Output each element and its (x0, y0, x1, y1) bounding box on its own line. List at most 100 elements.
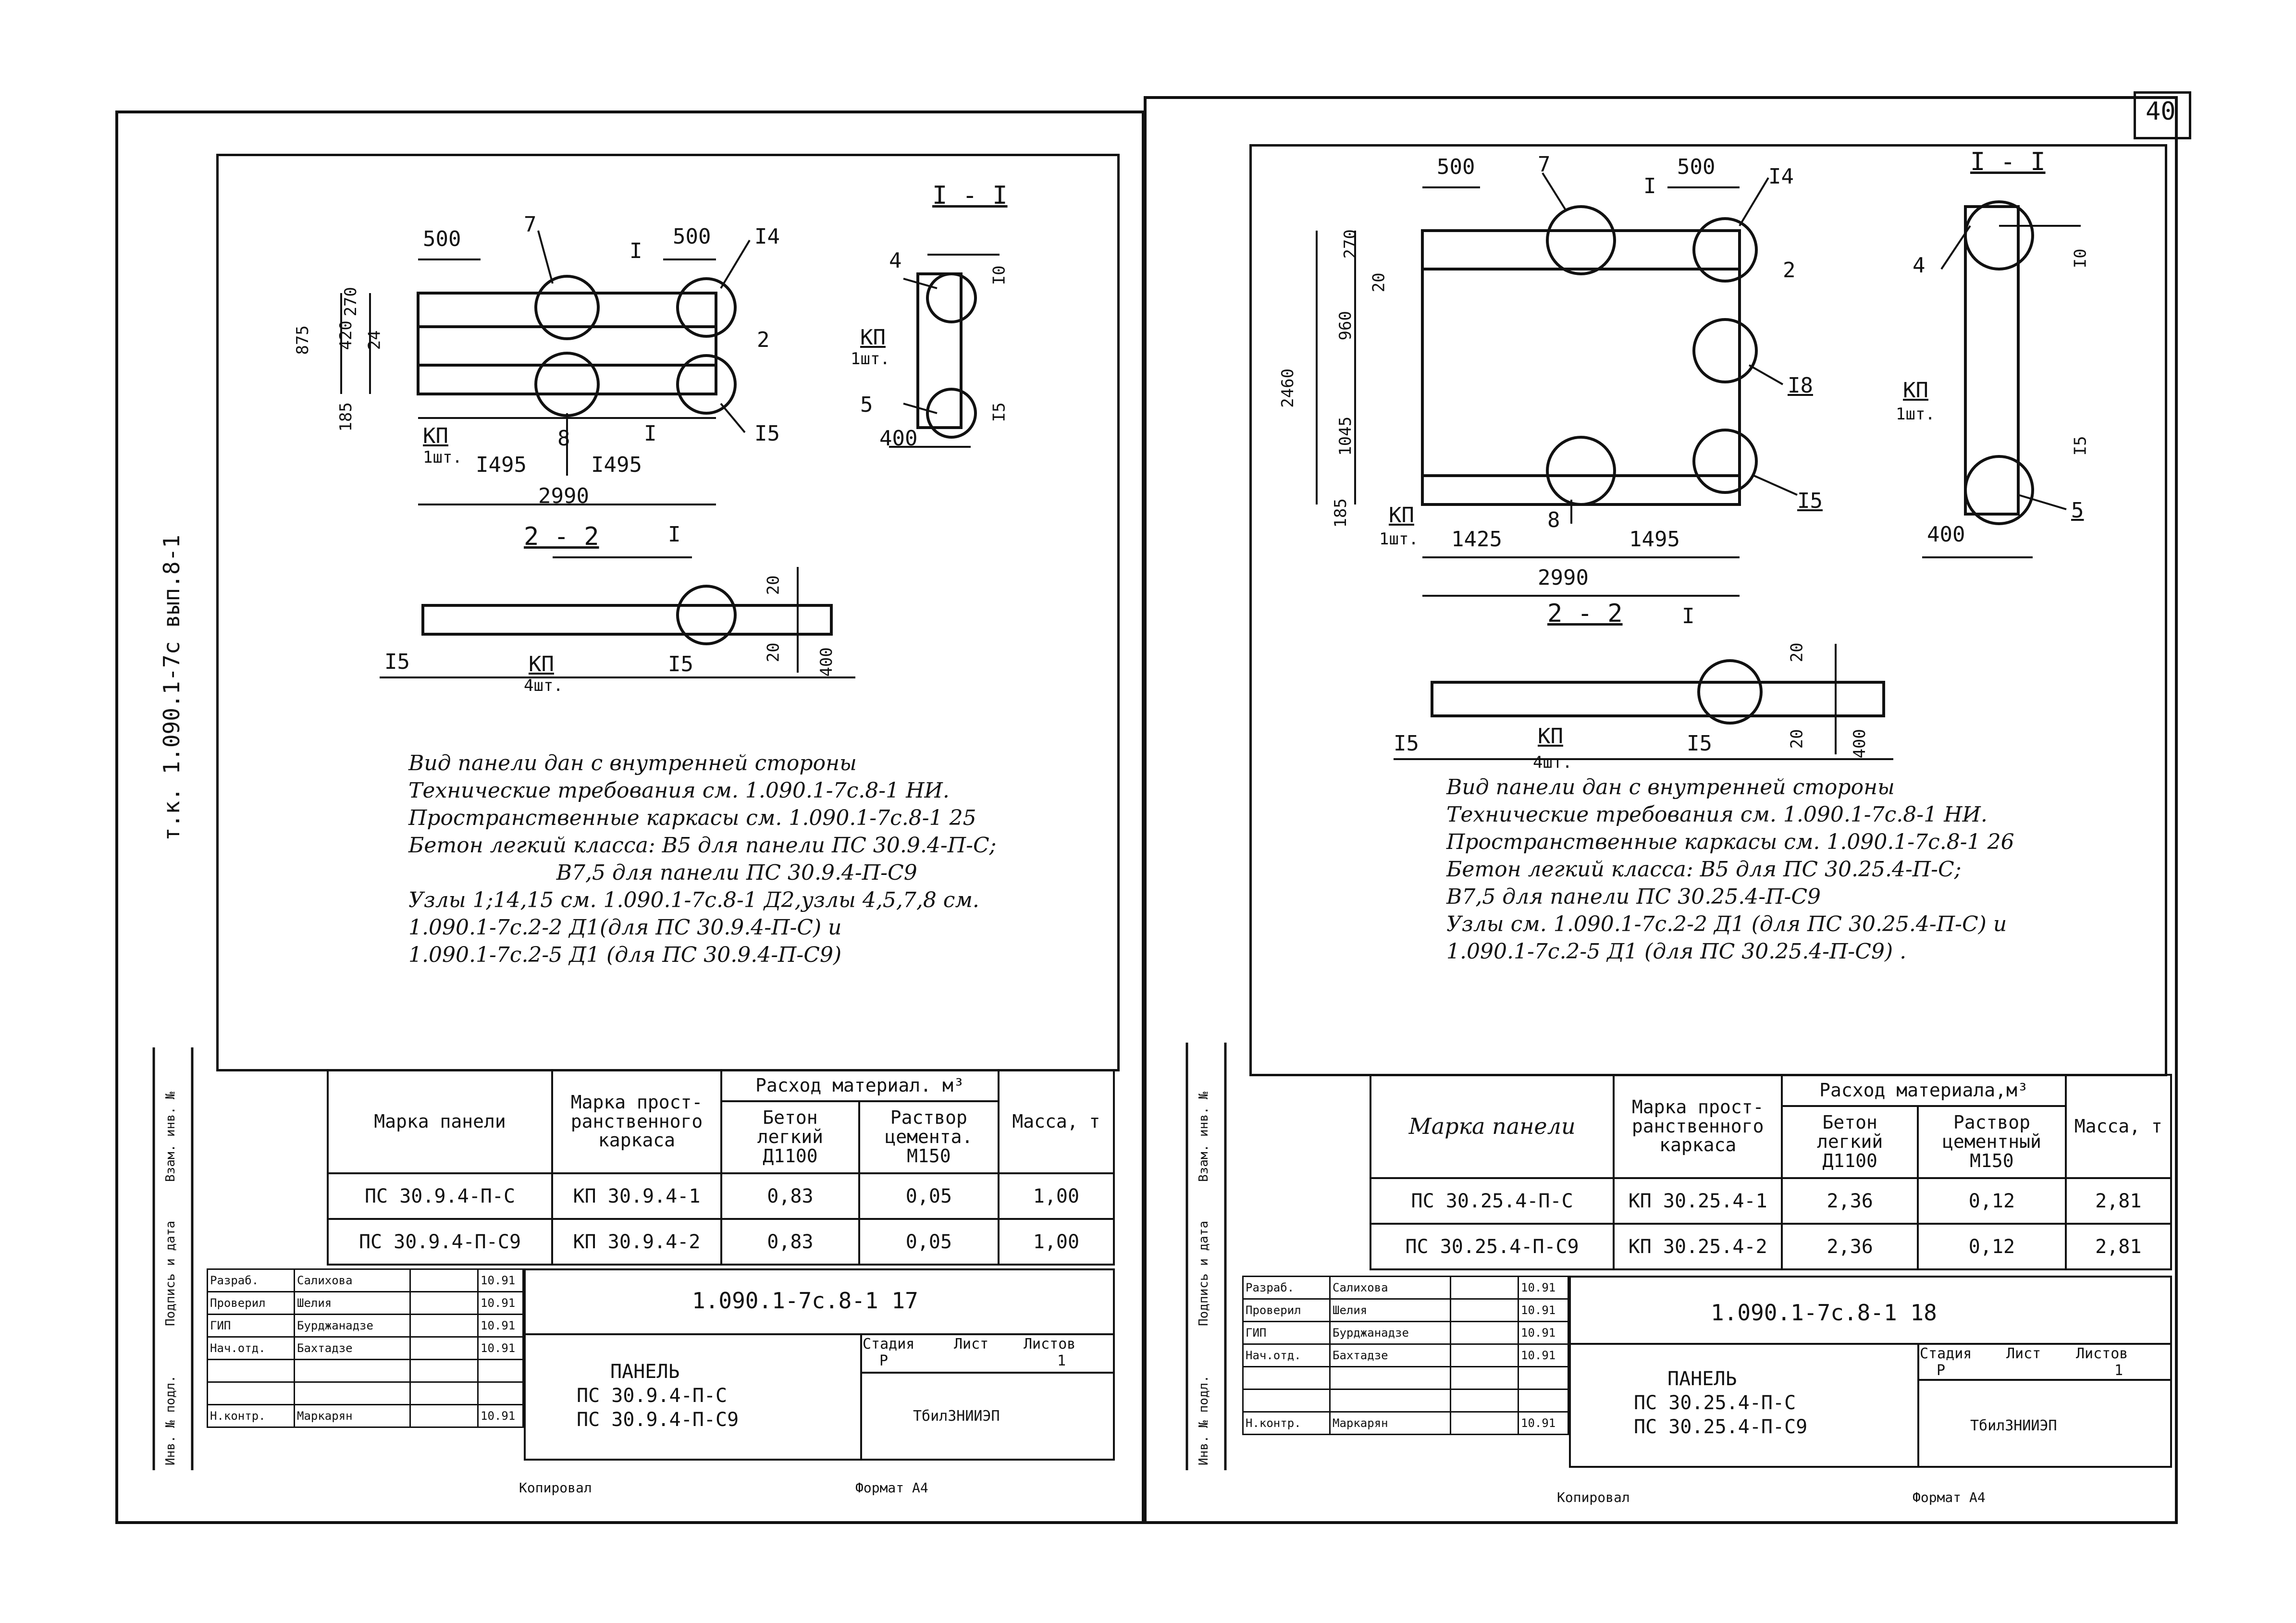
stamp-date (477, 1381, 524, 1405)
right-spec-col-frame: Марка прост-ранственного каркаса (1613, 1074, 1783, 1179)
left-spec-col-mortar: Раствор цемента. М150 (858, 1100, 1000, 1174)
cell: 1,00 (997, 1218, 1115, 1266)
left-dim-24: 24 (365, 330, 384, 350)
stamp-date: 10.91 (477, 1404, 524, 1428)
left-node-7-circle (534, 275, 600, 340)
right-note-line: Бетон легкий класса: В5 для ПС 30.25.4-П… (1446, 857, 1962, 882)
left-sec1-kp-qty: 1шт. (851, 349, 890, 369)
right-sec2-dim-15b: I5 (1687, 731, 1712, 756)
right-title-3: ПС 30.25.4-П-С9 (1634, 1416, 1808, 1438)
right-dim-20: 20 (1369, 272, 1389, 293)
right-node-14-label: I4 (1768, 164, 1794, 189)
left-sheet-frame (115, 111, 1145, 1524)
left-section-mark-top: I (630, 239, 642, 263)
left-sec1-kp: КП (860, 325, 886, 350)
left-section-2-outline (421, 604, 833, 636)
table-row: ПС 30.25.4-П-С КП 30.25.4-1 2,36 0,12 2,… (1369, 1177, 2173, 1225)
right-title-1: ПАНЕЛЬ (1667, 1368, 1737, 1390)
stamp-date: 10.91 (477, 1268, 524, 1292)
cell: 2,36 (1781, 1223, 1919, 1270)
stamp-signature (409, 1268, 479, 1292)
right-sec2-kp: КП (1538, 724, 1563, 749)
stamp-signature (409, 1314, 479, 1338)
right-dim-960: 960 (1335, 311, 1355, 341)
cell: ПС 30.9.4-П-С (326, 1172, 554, 1220)
left-note-line: В7,5 для панели ПС 30.9.4-П-С9 (408, 861, 917, 885)
stamp-date: 10.91 (1518, 1276, 1569, 1300)
left-sec2-kp: КП (529, 652, 554, 676)
stamp-row (207, 1359, 524, 1383)
stamp-signature (1450, 1298, 1519, 1322)
right-sheet-label: Лист (2006, 1345, 2041, 1362)
cell: 0,83 (720, 1218, 860, 1266)
right-note-line: Технические требования см. 1.090.1-7с.8-… (1446, 802, 1987, 827)
left-section-1-outline (916, 272, 963, 429)
left-sec2-dim-20b: 20 (764, 642, 783, 663)
left-spec-col-material: Расход материал. м³ (720, 1069, 1000, 1102)
cell: КП 30.9.4-2 (551, 1218, 722, 1266)
right-titleblock-vdivider (1917, 1343, 1919, 1468)
left-spec-col-mark: Марка панели (326, 1069, 554, 1174)
right-kp-qty: 1шт. (1379, 529, 1419, 549)
left-title-1: ПАНЕЛЬ (610, 1361, 680, 1383)
right-node-18-label: I8 (1788, 373, 1813, 398)
right-node-15-circle (1692, 429, 1758, 494)
left-note-line: Узлы 1;14,15 см. 1.090.1-7с.8-1 Д2,узлы … (408, 888, 979, 912)
right-kp-label: КП (1389, 503, 1414, 528)
left-note-line: 1.090.1-7с.2-2 Д1(для ПС 30.9.4-П-С) и (408, 915, 842, 940)
stamp-signature (1450, 1276, 1519, 1300)
right-stage-label: Стадия (1920, 1345, 1972, 1362)
left-dim-270: 270 (341, 287, 360, 317)
cell: ПС 30.9.4-П-С9 (326, 1218, 554, 1266)
stamp-name: Бурджанадзе (294, 1314, 411, 1338)
right-sec1-node-4: 4 (1913, 253, 1926, 278)
stamp-role: Нач.отд. (207, 1336, 295, 1360)
right-footer-copied: Копировал (1557, 1489, 1630, 1505)
right-note-line: Пространственные каркасы см. 1.090.1-7с.… (1446, 830, 2014, 854)
left-node-14-circle (676, 277, 737, 338)
left-note-line: Технические требования см. 1.090.1-7с.8-… (408, 778, 950, 803)
right-node-8-label: 8 (1547, 508, 1560, 532)
left-stage-label: Стадия (863, 1336, 915, 1352)
left-sec2-dim-400: 400 (816, 647, 836, 677)
stamp-signature (409, 1291, 479, 1315)
stamp-role (1242, 1366, 1331, 1390)
right-note-line: Вид панели дан с внутренней стороны (1446, 775, 1895, 799)
stamp-role: ГИП (207, 1314, 295, 1338)
left-footer-format: Формат А4 (855, 1480, 928, 1496)
left-note-line: 1.090.1-7с.2-5 Д1 (для ПС 30.9.4-П-С9) (408, 943, 842, 967)
left-spec-table: Марка панели Марка прост-ранственного ка… (326, 1069, 1115, 1266)
left-section-2-label: 2 - 2 (524, 522, 599, 551)
stamp-name (1329, 1366, 1451, 1390)
right-note-line: В7,5 для панели ПС 30.25.4-П-С9 (1446, 885, 1821, 909)
left-panel-outline (417, 292, 717, 395)
right-sheets-label: Листов (2076, 1345, 2128, 1362)
left-sec1-node-10: I0 (989, 265, 1009, 285)
left-sec2-dim-15a: I5 (384, 650, 410, 674)
left-footer-copied: Копировал (519, 1480, 592, 1496)
left-spec-col-concrete: Бетон легкий Д1100 (720, 1100, 860, 1174)
left-dim-185: 185 (336, 402, 356, 432)
stamp-role (207, 1381, 295, 1405)
right-panel-outline (1421, 229, 1741, 506)
right-spec-col-concrete: Бетон легкий Д1100 (1781, 1105, 1919, 1179)
left-section-1-label: I - I (932, 181, 1008, 210)
left-spec-col-mass: Масса, т (997, 1069, 1115, 1174)
cell: 1,00 (997, 1172, 1115, 1220)
right-section-mark: I (1643, 174, 1656, 198)
left-note-line: Вид панели дан с внутренней стороны (408, 751, 857, 775)
left-sec2-dim-15b: I5 (668, 652, 693, 676)
cell: 2,81 (2064, 1223, 2173, 1270)
left-sec1-dim-15: I5 (989, 402, 1009, 422)
stamp-name (1329, 1389, 1451, 1413)
page-number-box (2134, 91, 2191, 139)
stamp-signature (409, 1336, 479, 1360)
stamp-date: 10.91 (1518, 1321, 1569, 1345)
right-sec2-dim-400: 400 (1850, 729, 1869, 759)
